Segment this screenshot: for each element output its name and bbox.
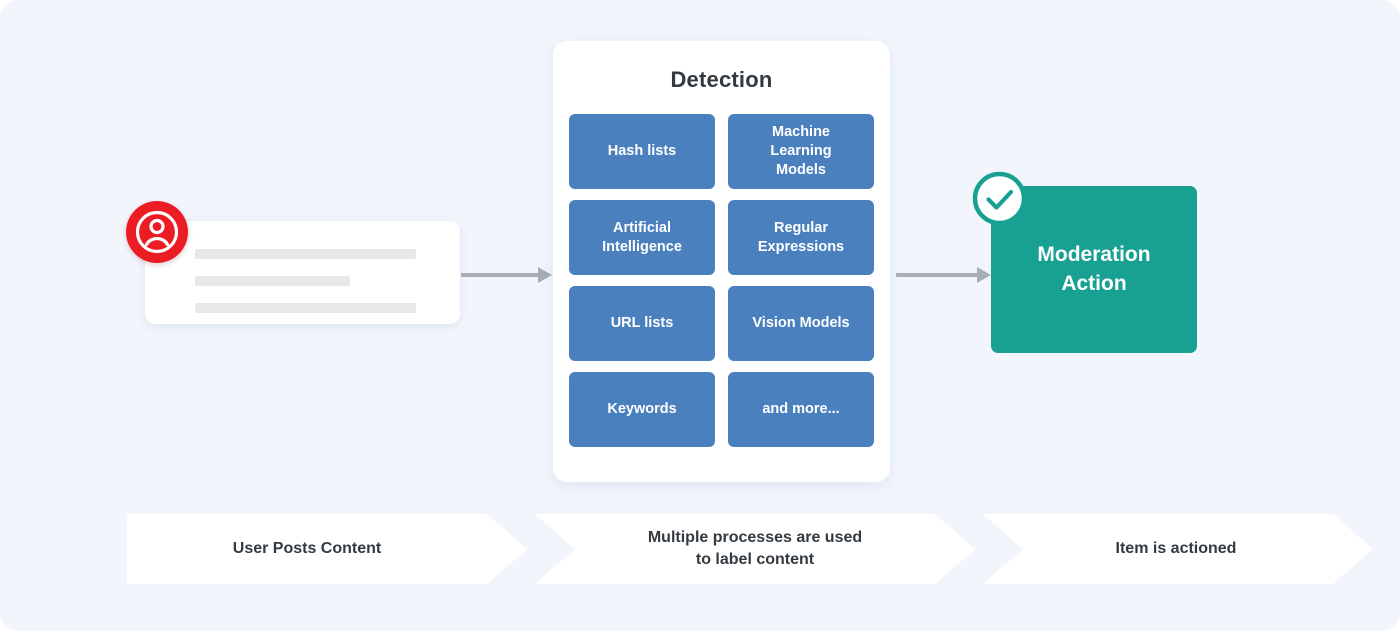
arrow-head — [538, 267, 552, 283]
user-avatar-icon — [126, 201, 188, 263]
arrow-head — [977, 267, 991, 283]
method-tile-keywords[interactable]: Keywords — [569, 372, 715, 447]
check-circle-icon — [971, 170, 1028, 227]
process-step-banner: User Posts Content Multiple processes ar… — [127, 514, 1273, 584]
detection-method-grid: Hash lists Machine Learning Models Artif… — [569, 114, 874, 447]
detection-title: Detection — [670, 67, 773, 92]
step-multiple-processes: Multiple processes are used to label con… — [535, 514, 975, 584]
user-post-card — [145, 221, 460, 324]
arrow-shaft — [461, 273, 539, 277]
post-placeholder-line — [195, 276, 350, 286]
method-tile-machine-learning-models[interactable]: Machine Learning Models — [728, 114, 874, 189]
arrow-detection-to-action — [896, 265, 992, 285]
method-tile-regular-expressions[interactable]: Regular Expressions — [728, 200, 874, 275]
post-placeholder-line — [195, 249, 416, 259]
detection-card: Detection Hash lists Machine Learning Mo… — [553, 41, 890, 482]
post-placeholder-line — [195, 303, 416, 313]
method-tile-url-lists[interactable]: URL lists — [569, 286, 715, 361]
arrow-post-to-detection — [461, 265, 553, 285]
step-item-is-actioned: Item is actioned — [983, 514, 1373, 584]
method-tile-and-more[interactable]: and more... — [728, 372, 874, 447]
method-tile-vision-models[interactable]: Vision Models — [728, 286, 874, 361]
method-tile-artificial-intelligence[interactable]: Artificial Intelligence — [569, 200, 715, 275]
step-user-posts-content: User Posts Content — [127, 514, 527, 584]
method-tile-hash-lists[interactable]: Hash lists — [569, 114, 715, 189]
moderation-action-box: Moderation Action — [991, 186, 1197, 353]
arrow-shaft — [896, 273, 978, 277]
